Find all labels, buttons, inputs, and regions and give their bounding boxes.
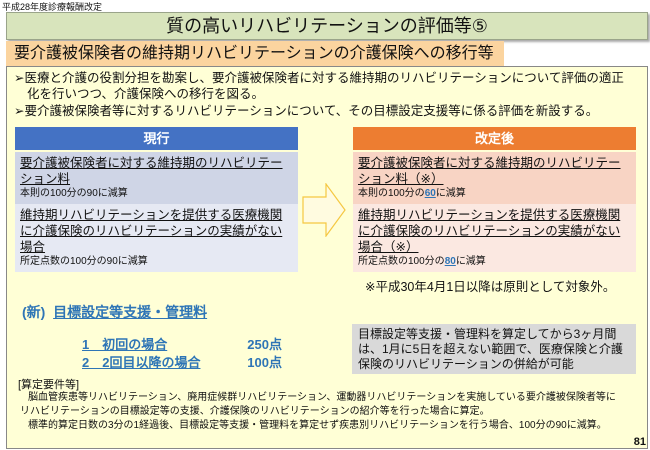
- bullet-arrow-icon: ➢: [14, 71, 25, 85]
- requirements-paragraph-1: 脳血管疾患等リハビリテーション、廃用症候群リハビリテーション、運動器リハビリテー…: [20, 392, 616, 417]
- before-column: 現行 要介護被保険者に対する維持期のリハビリテーション料 本則の100分の90に…: [15, 127, 298, 272]
- revision-label: 平成28年度診療報酬改定: [2, 2, 103, 12]
- bullet-arrow-icon: ➢: [14, 104, 25, 118]
- arrow-right-icon: [302, 183, 346, 237]
- after-row-2: 維持期リハビリテーションを提供する医療機関に介護保険のリハビリテーションの実績が…: [353, 204, 636, 272]
- after-header: 改定後: [353, 127, 636, 150]
- bullet-2: ➢要介護被保険者等に対するリハビリテーションについて、その目標設定支援等に係る評…: [14, 104, 599, 118]
- after-column: 改定後 要介護被保険者に対する維持期のリハビリテーション料（※） 本則の100分…: [353, 127, 636, 272]
- page-number: 81: [633, 436, 646, 448]
- bullet-1: ➢医療と介護の役割分担を勘案し、要介護被保険者に対する維持期のリハビリテーション…: [14, 71, 624, 101]
- after-row-1: 要介護被保険者に対する維持期のリハビリテーション料（※） 本則の100分の60に…: [353, 152, 636, 204]
- footnote: ※平成30年4月1日以降は原則として対象外。: [365, 280, 616, 294]
- before-header: 現行: [15, 127, 298, 150]
- requirements-heading: [算定要件等]: [18, 379, 80, 391]
- new-item-title: (新) 目標設定等支援・管理料: [22, 304, 208, 320]
- slide-title: 質の高いリハビリテーションの評価等⑤: [6, 12, 648, 40]
- requirements-paragraph-2: 標準的算定日数の3分の1経過後、目標設定等支援・管理料を算定せず疾患別リハビリテ…: [28, 420, 607, 431]
- before-row-2: 維持期リハビリテーションを提供する医療機関に介護保険のリハビリテーションの実績が…: [15, 204, 298, 272]
- concurrent-note: 目標設定等支援・管理料を算定してから3ヶ月間は、1月に5日を超えない範囲で、医療…: [352, 324, 636, 374]
- section-heading: 要介護被保険者の維持期リハビリテーションの介護保険への移行等: [6, 41, 504, 66]
- before-row-1: 要介護被保険者に対する維持期のリハビリテーション料 本則の100分の90に減算: [15, 152, 298, 204]
